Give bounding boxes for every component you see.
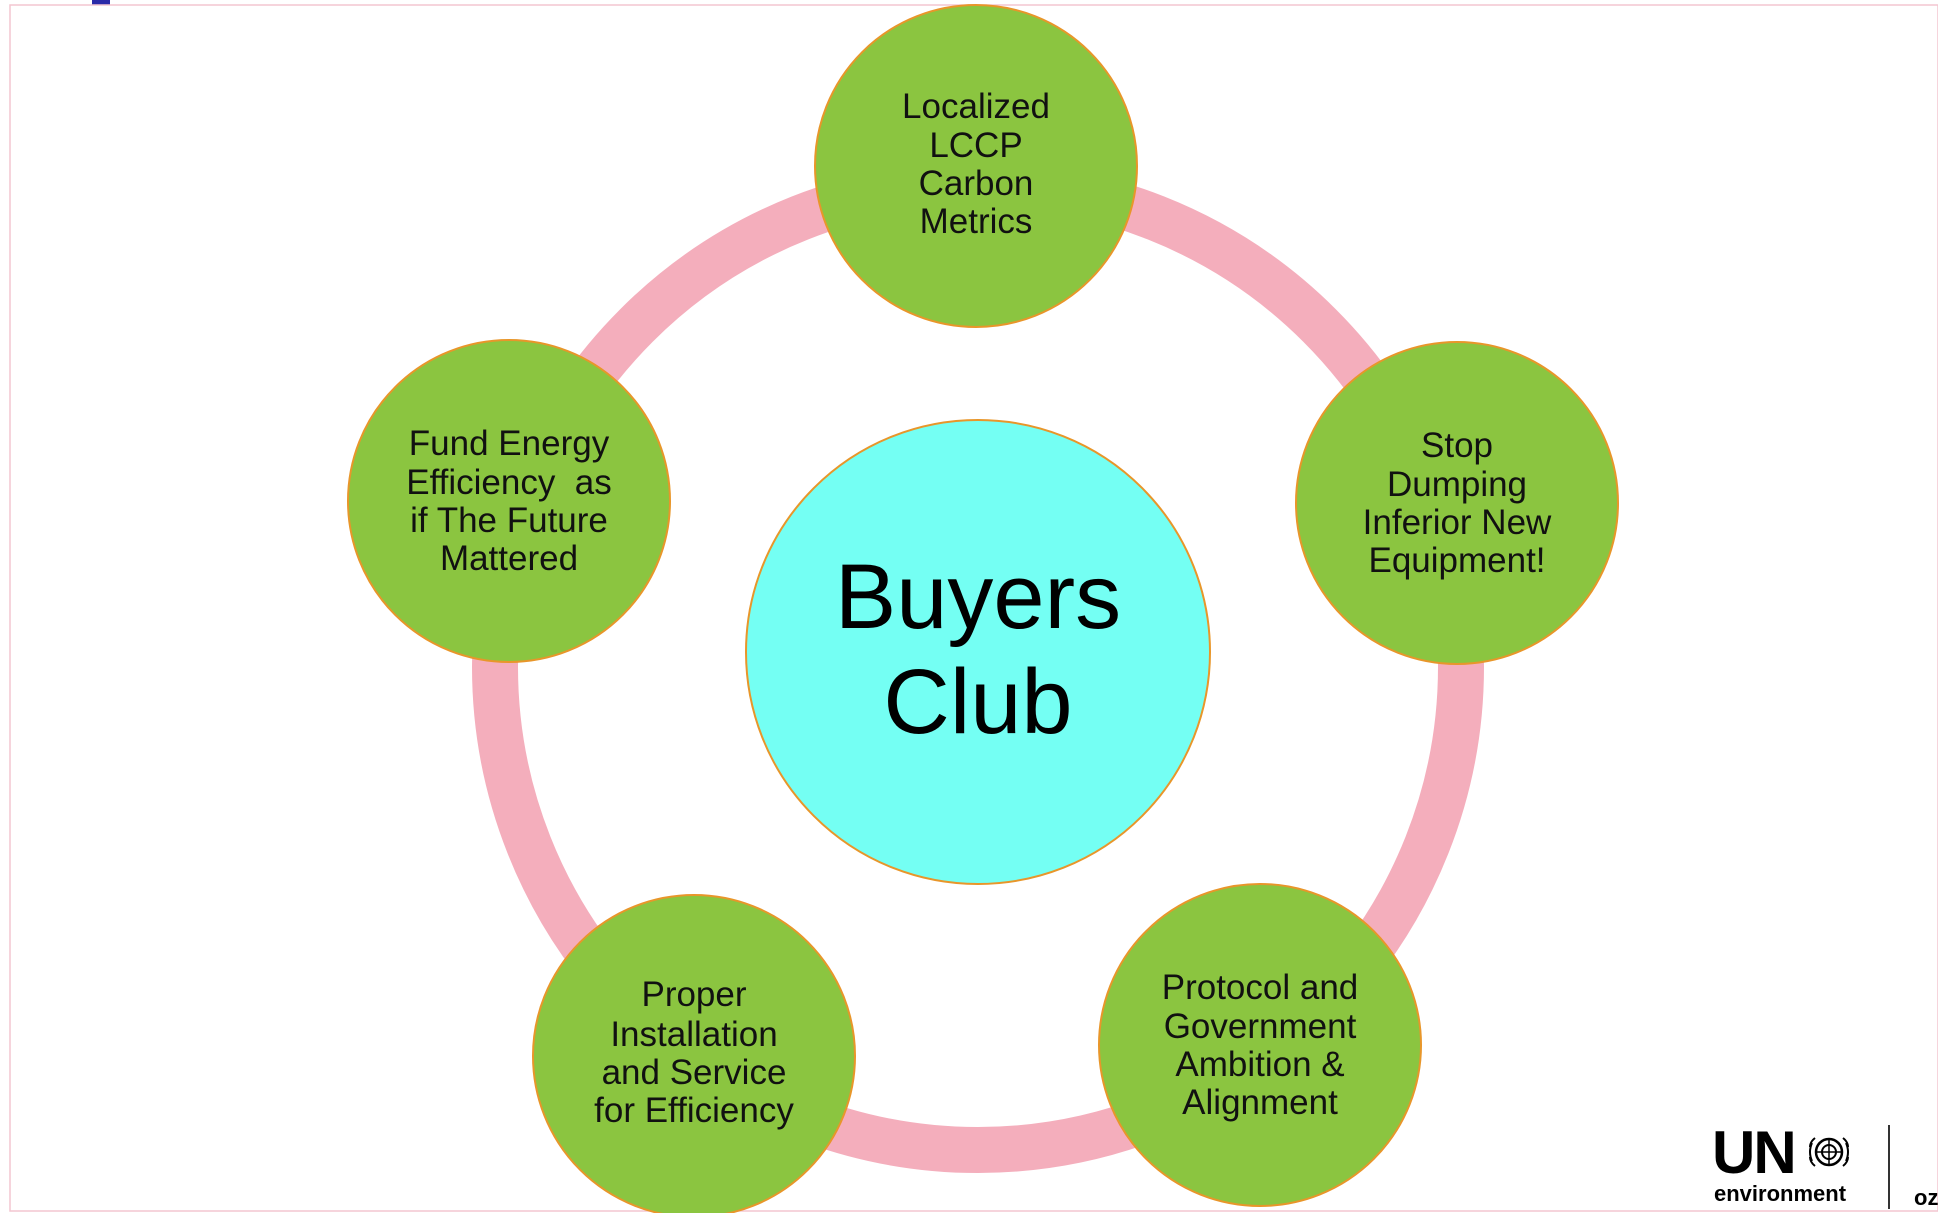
- node-label-line: Carbon: [919, 164, 1034, 203]
- node-label-line: Protocol and: [1162, 968, 1359, 1007]
- node-label-line: Stop: [1421, 426, 1493, 465]
- node-circle: [347, 339, 671, 663]
- un-emblem-icon: [1809, 1137, 1849, 1167]
- logo-ozone-text: oz: [1914, 1185, 1938, 1210]
- center-label-line2: Club: [883, 651, 1072, 753]
- center-label-line1: Buyers: [835, 546, 1121, 648]
- node-label-line: if The Future: [410, 501, 608, 540]
- node-circle: [814, 4, 1138, 328]
- center-node: Buyers Club: [745, 419, 1211, 885]
- node-label-line: and Service: [602, 1053, 787, 1092]
- node-label-line: for Efficiency: [594, 1091, 794, 1130]
- title-fragment: [92, 0, 110, 5]
- node-label-line: Government: [1164, 1007, 1357, 1046]
- node-label-line: LCCP: [929, 126, 1022, 165]
- node-label-line: Localized: [902, 87, 1050, 126]
- node-label-line: Mattered: [440, 539, 578, 578]
- node-label-line: Alignment: [1182, 1083, 1338, 1122]
- logo-environment-text: environment: [1714, 1181, 1847, 1206]
- node-label-line: Metrics: [920, 202, 1033, 241]
- logo-un-text: UN: [1712, 1119, 1797, 1186]
- logo-divider: [1888, 1125, 1890, 1209]
- node-circle: [532, 894, 856, 1213]
- node-circle: [1098, 883, 1422, 1207]
- node-label-line: Equipment!: [1368, 541, 1545, 580]
- node-label-line: Inferior New: [1363, 503, 1552, 542]
- node-protocol-government: Protocol and Government Ambition & Align…: [1098, 883, 1422, 1207]
- node-fund-energy-efficiency: Fund Energy Efficiency as if The Future …: [347, 339, 671, 663]
- node-circle: [1295, 341, 1619, 665]
- node-lccp-carbon-metrics: Localized LCCP Carbon Metrics: [814, 4, 1138, 328]
- node-label-line: Dumping: [1387, 465, 1527, 504]
- node-proper-installation: Proper Installation and Service for Effi…: [532, 894, 856, 1213]
- node-label-line: Fund Energy: [409, 424, 610, 463]
- center-circle: [745, 419, 1211, 885]
- node-label-line: Proper: [641, 975, 746, 1014]
- node-label-line: Ambition &: [1175, 1045, 1344, 1084]
- node-label-line: Installation: [610, 1015, 777, 1054]
- un-environment-logo: UN environment oz: [1708, 1123, 1938, 1213]
- node-stop-dumping: Stop Dumping Inferior New Equipment!: [1295, 341, 1619, 665]
- node-label-line: Efficiency as: [406, 463, 612, 502]
